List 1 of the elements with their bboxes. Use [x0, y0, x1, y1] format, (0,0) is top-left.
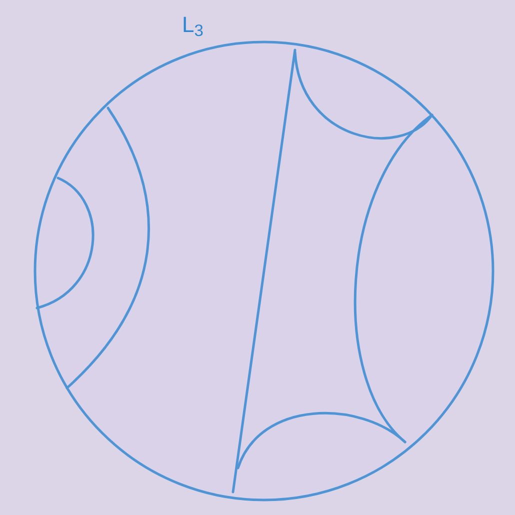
curve-label: L$_{3}$ — [182, 14, 204, 36]
